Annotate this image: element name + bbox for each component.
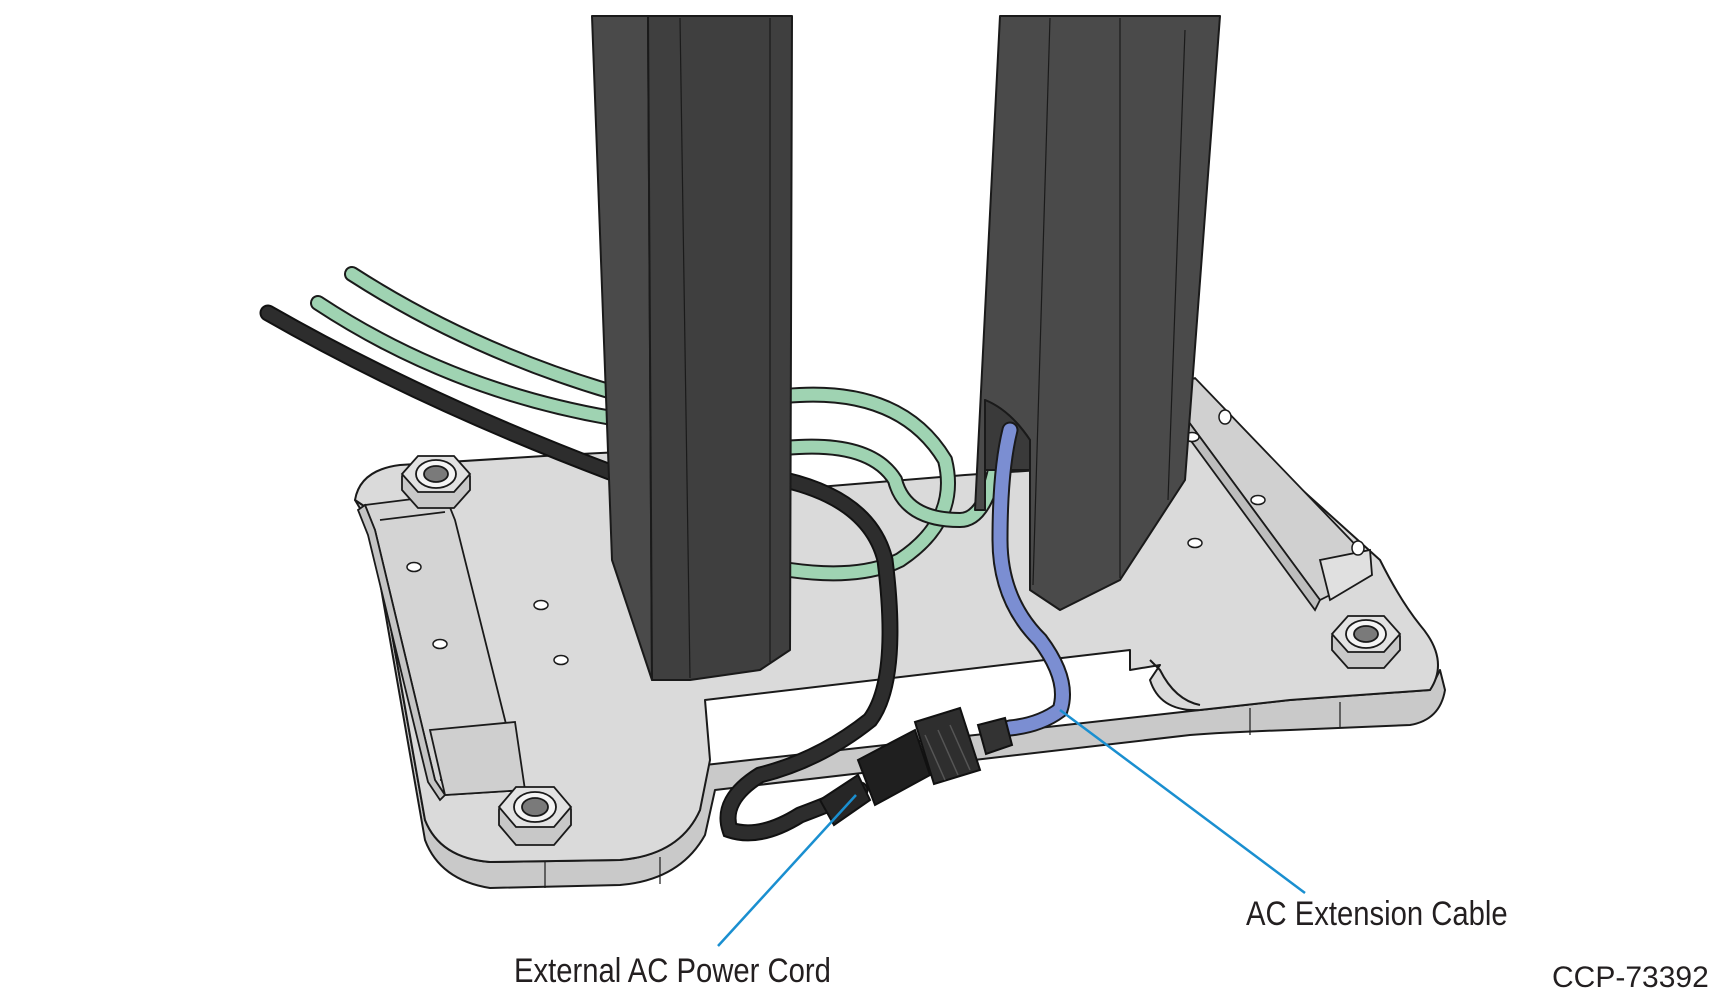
leader-line-ac-extension-cable [1059,708,1306,895]
callout-external-ac-power-cord: External AC Power Cord [514,952,831,990]
hole [1250,494,1266,506]
figure-id-label: CCP-73392 [1552,961,1709,994]
callout-leaders [717,708,1306,947]
hex-nut [1330,615,1402,669]
hole [533,599,549,611]
hole [1351,540,1365,556]
ac-extension-cable [991,421,1071,737]
hole [432,638,448,650]
left-column [591,15,793,681]
hole [1187,537,1203,549]
hex-nut [497,786,573,846]
hole [406,561,422,573]
hole [1218,409,1232,425]
hex-nut [400,455,472,509]
hole [553,654,569,666]
connector-plug [818,706,1014,827]
callout-ac-extension-cable: AC Extension Cable [1246,895,1508,933]
right-column [974,15,1221,611]
plate-holes [406,409,1365,666]
hex-nuts [400,455,1402,846]
leader-line-external-ac-power-cord [717,794,857,947]
external-ac-power-cord [259,304,899,842]
